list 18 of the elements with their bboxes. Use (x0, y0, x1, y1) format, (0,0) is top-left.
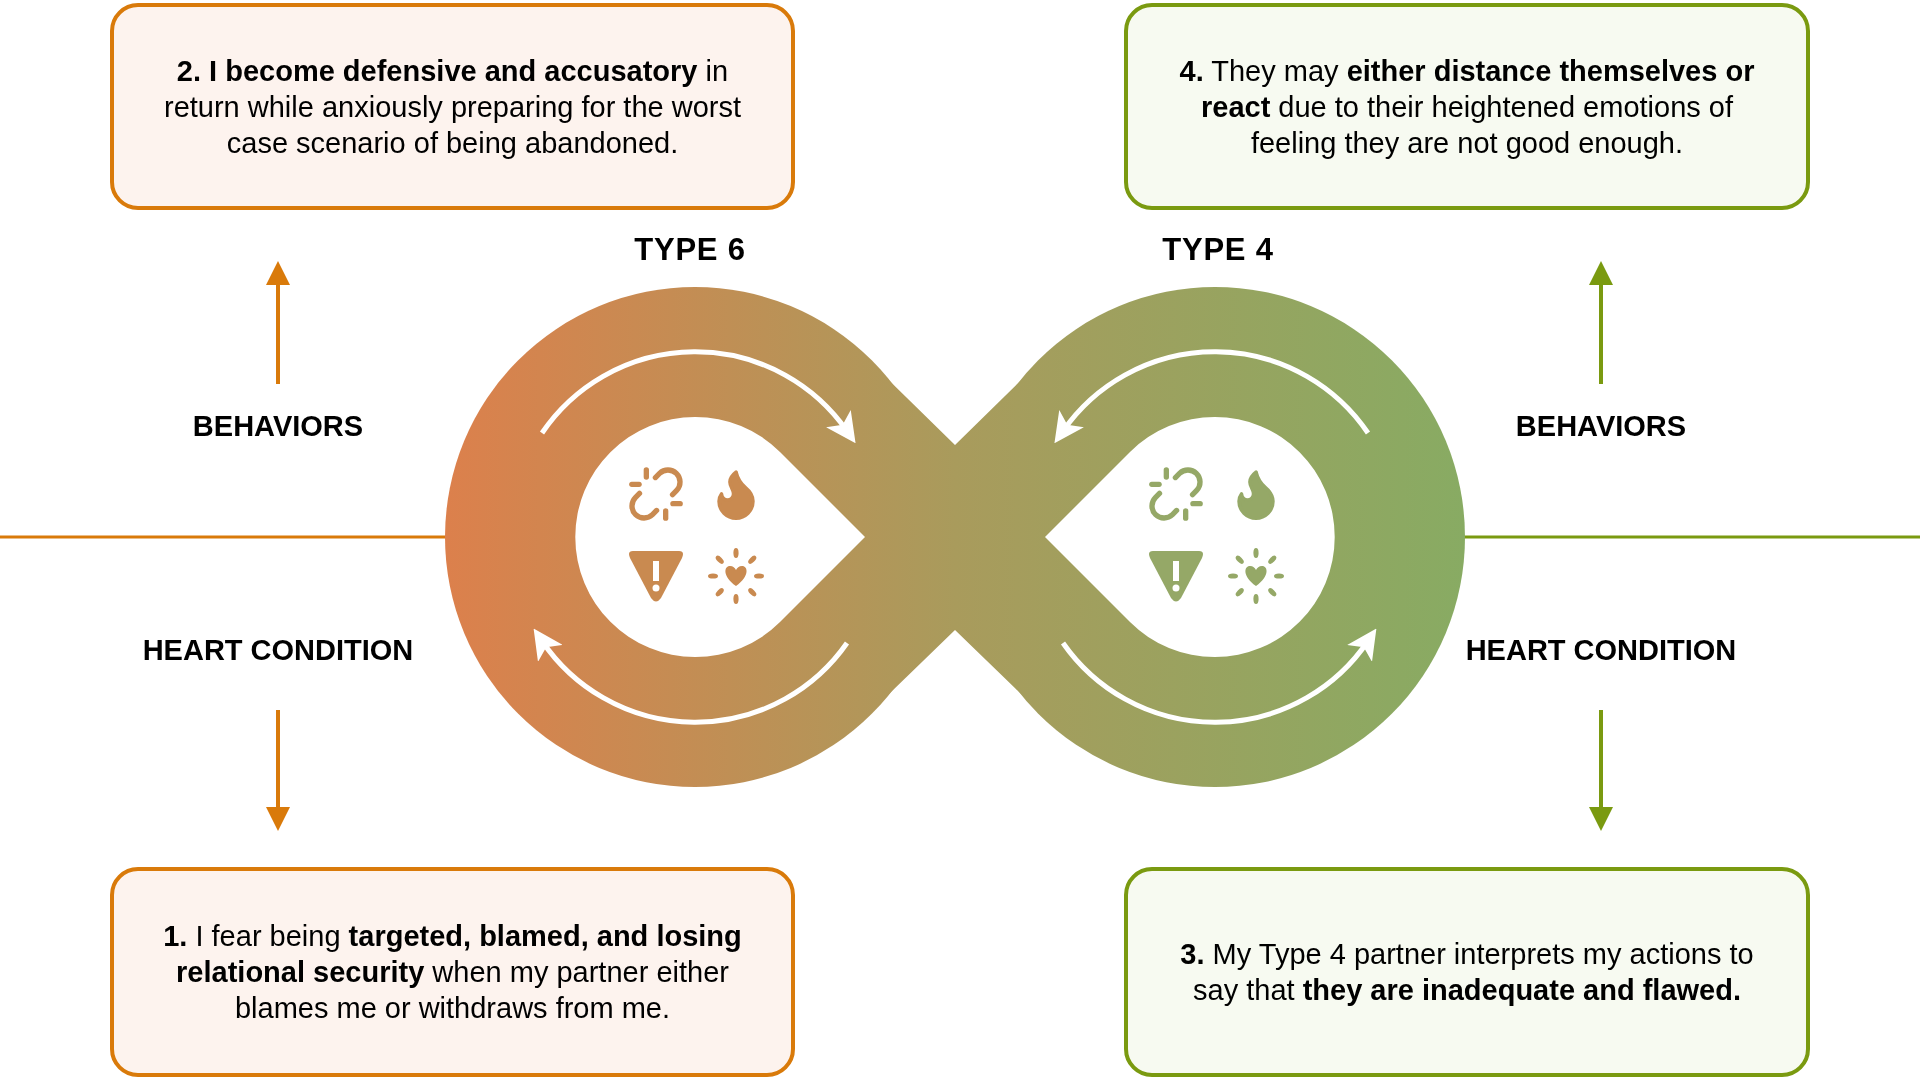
section-label: HEART CONDITION (1465, 633, 1737, 668)
card-text: 1. I fear being targeted, blamed, and losing relational security when my partner either blames me or withdraws from me. (162, 919, 743, 1026)
arrow (1589, 261, 1613, 384)
card-text: 2. I become defensive and accusatory in return while anxiously preparing for the worst case scenario of being abandoned. (162, 53, 743, 161)
arrow (1589, 710, 1613, 831)
text-card (110, 3, 795, 210)
card-text: 4. They may either distance themselves or react due to their heightened emotions of feeling they are not good enough. (1178, 53, 1756, 161)
text-card (1124, 867, 1810, 1077)
type-label: TYPE 4 (1161, 231, 1275, 269)
section-label: BEHAVIORS (1515, 409, 1687, 444)
arrow (266, 710, 290, 831)
type-label: TYPE 6 (633, 231, 747, 269)
section-label: BEHAVIORS (192, 409, 364, 444)
text-card (1124, 3, 1810, 210)
section-label: HEART CONDITION (142, 633, 414, 668)
card-text: 3. My Type 4 partner interprets my actions to say that they are inadequate and flawed. (1179, 937, 1755, 1008)
text-card (110, 867, 795, 1077)
arrow (266, 261, 290, 384)
